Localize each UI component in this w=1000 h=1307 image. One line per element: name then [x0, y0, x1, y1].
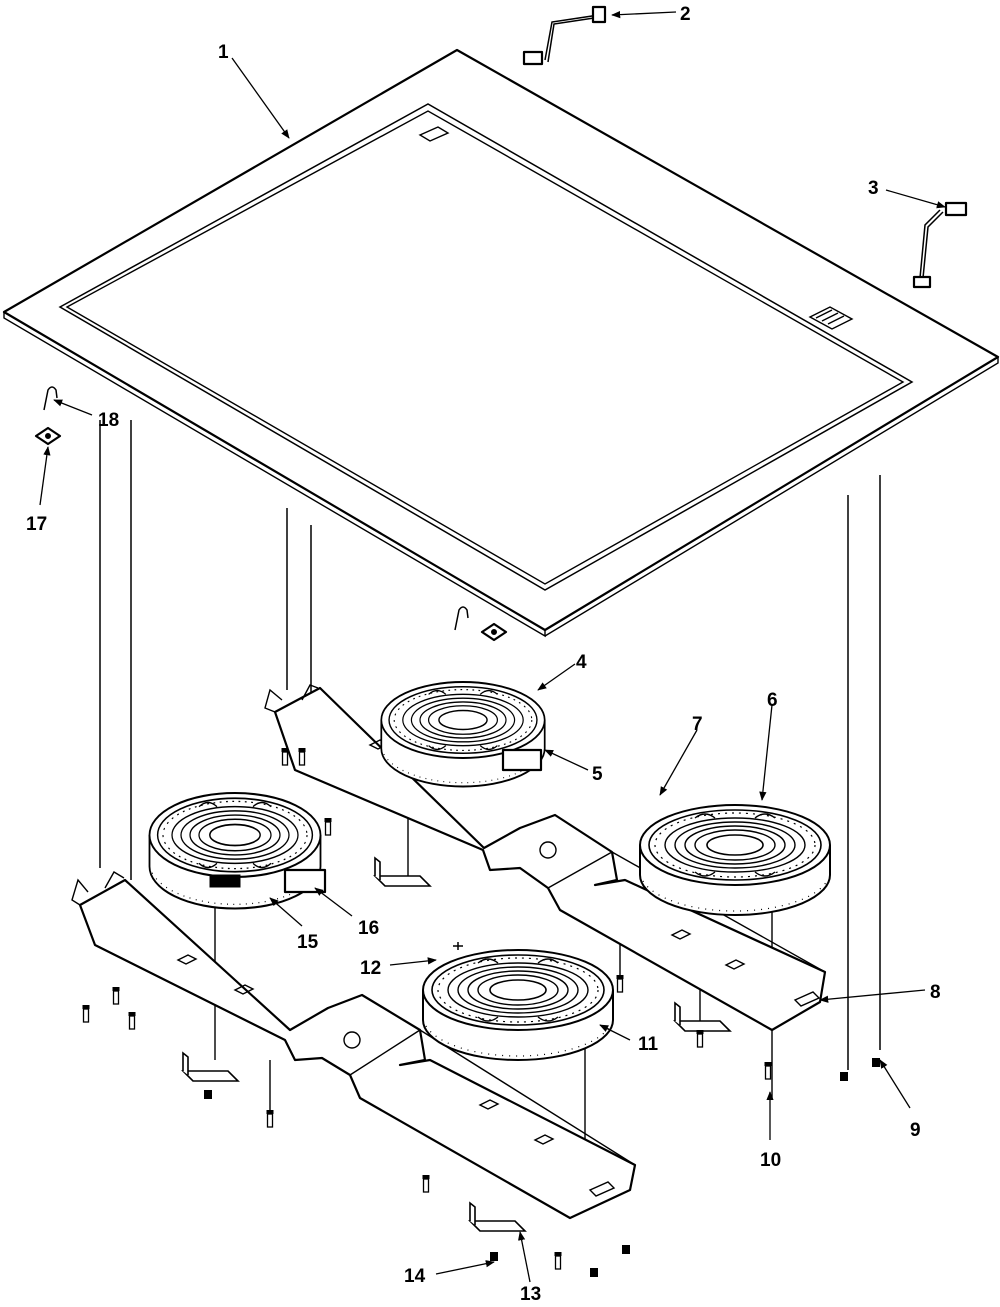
leader-lines — [39, 10, 946, 1283]
callout-6: 6 — [767, 690, 778, 711]
callout-17: 17 — [26, 514, 47, 535]
callout-3: 3 — [868, 178, 879, 199]
callout-5: 5 — [592, 764, 603, 785]
callout-14: 14 — [404, 1266, 426, 1287]
callout-labels: 1 2 3 4 5 6 7 8 9 10 11 12 13 14 15 16 1… — [26, 4, 941, 1305]
callout-12: 12 — [360, 958, 381, 979]
callout-15: 15 — [297, 932, 319, 953]
center-clip-and-nut — [454, 606, 508, 642]
burner-front-right — [422, 942, 614, 1061]
callout-18: 18 — [98, 410, 119, 431]
callout-2: 2 — [680, 4, 691, 25]
spring-clip — [43, 386, 58, 411]
callout-1: 1 — [218, 42, 229, 63]
callout-4: 4 — [576, 652, 587, 673]
clip-nut — [34, 426, 62, 446]
front-support-bracket — [71, 871, 637, 1232]
bracket-rear-left — [522, 5, 607, 66]
cooktop-glass-top — [2, 48, 1000, 638]
callout-7: 7 — [692, 714, 703, 735]
burner-rear-right — [639, 804, 831, 916]
callout-8: 8 — [930, 982, 941, 1003]
burner-front-left — [148, 791, 327, 910]
bracket-rear-right — [912, 201, 968, 289]
callout-16: 16 — [358, 918, 379, 939]
callout-11: 11 — [638, 1034, 659, 1055]
alignment-lines — [99, 420, 881, 1180]
callout-9: 9 — [910, 1120, 921, 1141]
callout-10: 10 — [760, 1150, 781, 1171]
burner-rear-left — [380, 681, 546, 788]
callout-13: 13 — [520, 1284, 541, 1305]
